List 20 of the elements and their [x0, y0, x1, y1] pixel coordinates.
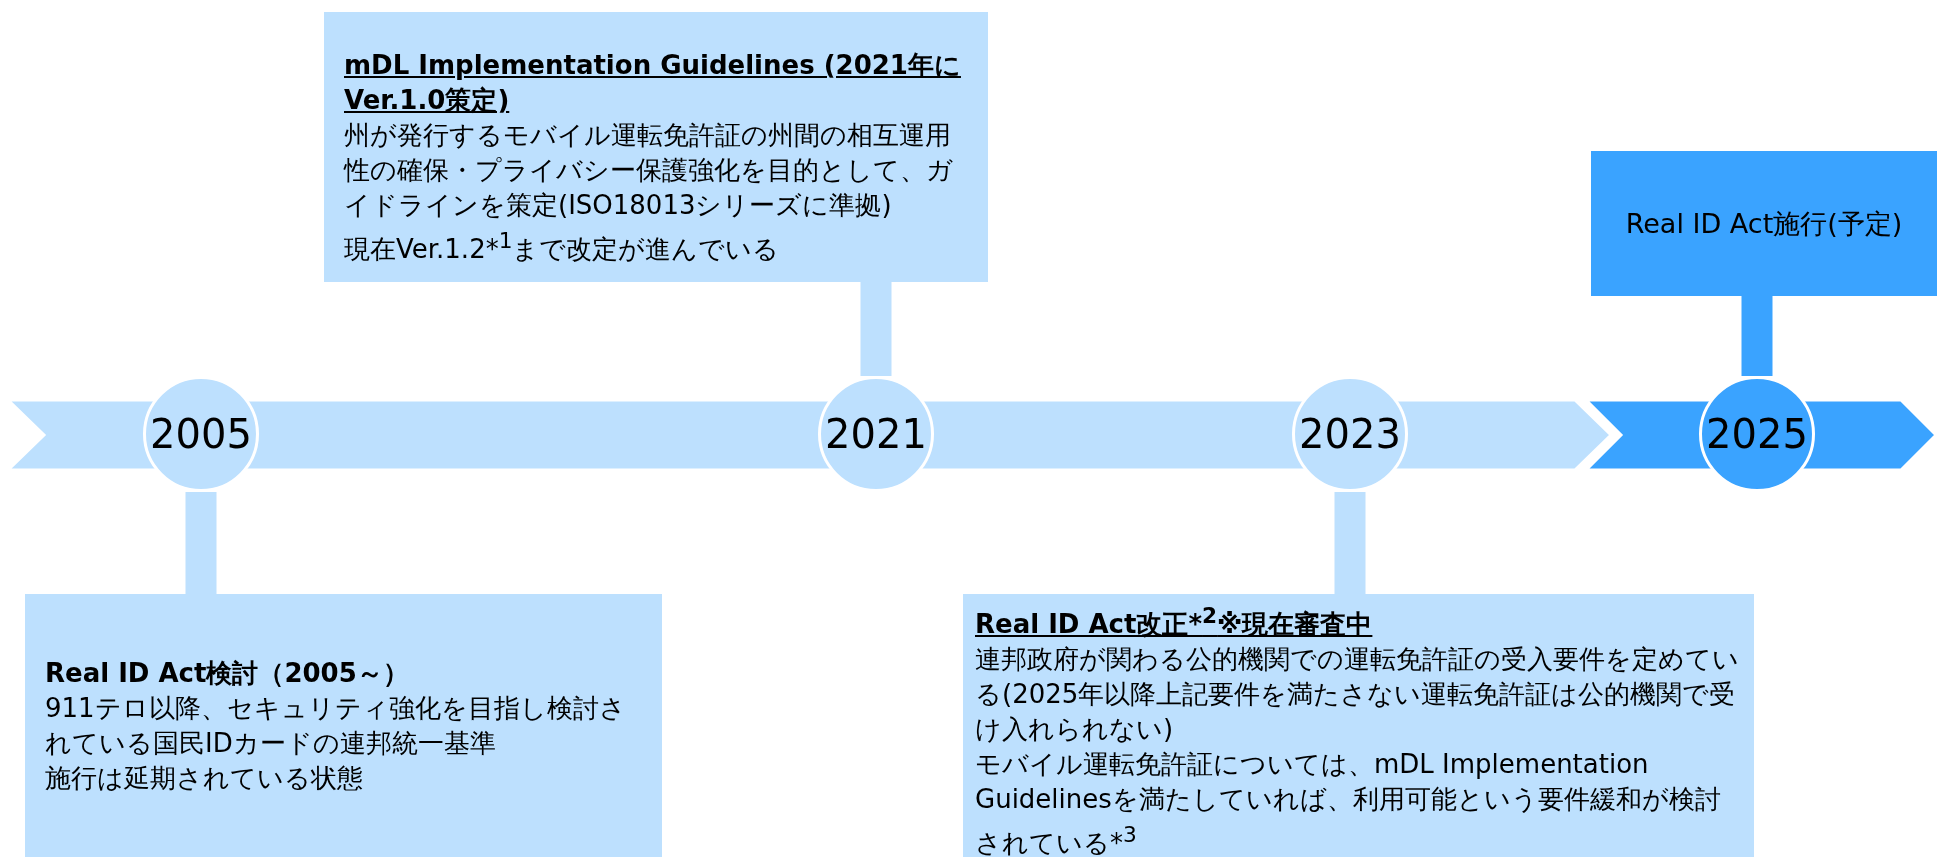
year-circle: 2005 [143, 376, 259, 492]
connector-stem [1334, 492, 1366, 594]
event-heading: mDL Implementation Guidelines (2021年にVer.1.0策定) [344, 49, 962, 117]
event-heading: Real ID Act検討（2005～） [45, 656, 410, 690]
year-circle: 2023 [1292, 376, 1408, 492]
event-box [1591, 151, 1937, 296]
event-text: 施行は延期されている状態 [45, 761, 364, 795]
event-text: 911テロ以降、セキュリティ強化を目指し検討されている国民IDカードの連邦統一基準 [45, 691, 627, 760]
event-text: 現在Ver.1.2*$^{1}$まで改定が進んでいる [344, 227, 781, 266]
connector-stem [185, 492, 217, 594]
event-box [324, 12, 988, 282]
year-circle: 2021 [818, 376, 934, 492]
connector-stem [1741, 296, 1773, 376]
connector-stem [860, 282, 892, 376]
year-circle: 2025 [1699, 376, 1815, 492]
event-heading: Real ID Act改正*$^{2}$※現在審査中 [975, 602, 1374, 641]
event-text: Real ID Act施行(予定) [1624, 207, 1904, 241]
event-box [25, 594, 662, 857]
event-text: モバイル運転免許証については、mDL Implementation Guidelinesを満たしていれば、利用可能という要件緩和が検討されている*$^{3}$ [975, 747, 1722, 857]
event-text: 州が発行するモバイル運転免許証の州間の相互運用性の確保・プライバシー保護強化を目的として、ガイドラインを策定(ISO18013シリーズに準拠) [344, 119, 954, 222]
